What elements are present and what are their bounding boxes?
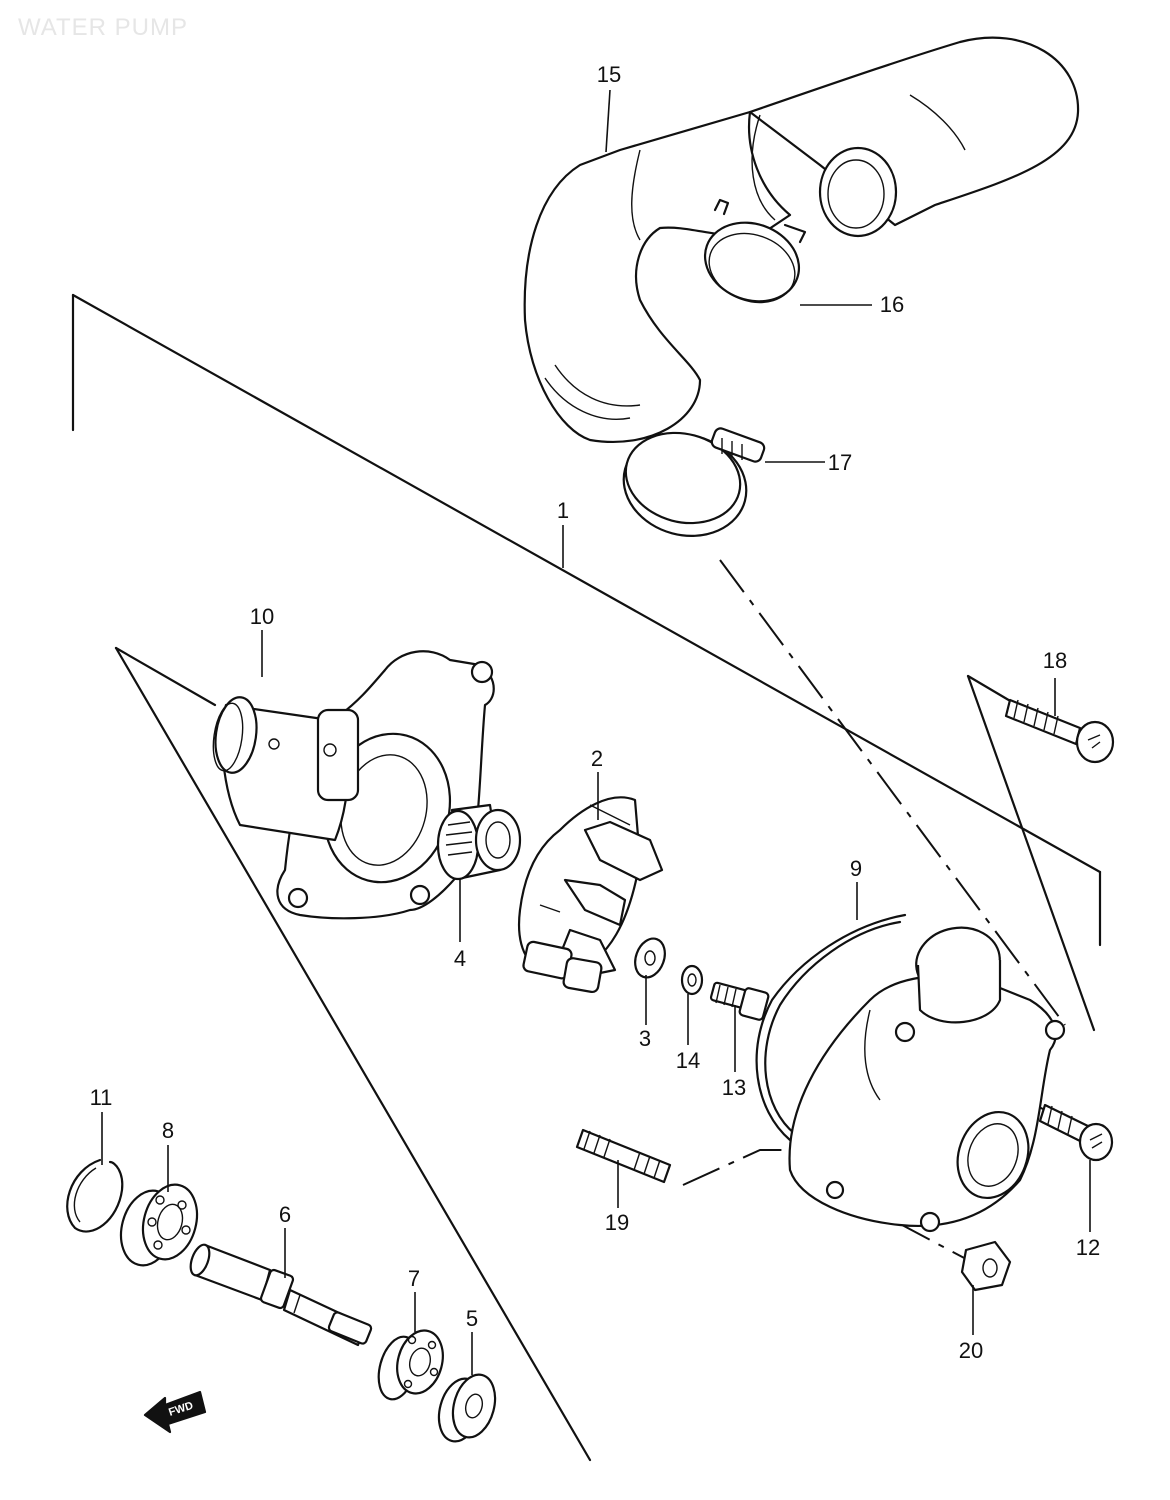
nut-part-20 <box>960 1240 1012 1292</box>
part-label-11: 11 <box>90 1085 113 1110</box>
part-label-18: 18 <box>1043 648 1067 673</box>
clamp-part-16 <box>703 198 807 304</box>
leader-lines <box>101 89 1091 1375</box>
part-label-5: 5 <box>466 1306 478 1331</box>
part-label-14: 14 <box>676 1048 700 1073</box>
part-label-2: 2 <box>591 746 603 771</box>
washer-part-14 <box>680 964 704 996</box>
bolt-part-18 <box>1004 698 1115 764</box>
part-label-6: 6 <box>279 1202 291 1227</box>
bearing-part-7 <box>377 1329 444 1401</box>
seal-part-4 <box>436 803 522 881</box>
part-label-4: 4 <box>454 946 466 971</box>
part-label-8: 8 <box>162 1118 174 1143</box>
part-label-1: 1 <box>557 498 569 523</box>
assembly-bracket-lines <box>71 293 1102 1462</box>
part-label-13: 13 <box>722 1075 746 1100</box>
part-label-7: 7 <box>408 1266 420 1291</box>
impeller-part-2 <box>518 796 664 994</box>
part-label-9: 9 <box>850 856 862 881</box>
oil-seal-part-5 <box>437 1373 497 1443</box>
part-label-19: 19 <box>605 1210 629 1235</box>
part-label-17: 17 <box>828 450 852 475</box>
stud-part-19 <box>575 1128 672 1184</box>
part-label-3: 3 <box>639 1026 651 1051</box>
part-label-15: 15 <box>597 62 621 87</box>
shaft-part-6 <box>189 1243 373 1347</box>
circlip-part-11 <box>66 1158 124 1233</box>
part-label-12: 12 <box>1076 1235 1100 1260</box>
bolt-part-13 <box>709 981 770 1021</box>
diagram-title: WATER PUMP <box>18 14 188 41</box>
clamp-part-17 <box>622 427 766 537</box>
washer-part-3 <box>634 937 666 979</box>
part-label-16: 16 <box>880 292 904 317</box>
part-label-10: 10 <box>250 604 274 629</box>
pump-cover-part-9 <box>755 913 1066 1233</box>
bearing-part-8 <box>119 1183 199 1267</box>
front-direction-arrow: FWD <box>143 1390 207 1434</box>
part-label-20: 20 <box>959 1338 983 1363</box>
part-number-labels: 15 16 17 1 10 2 4 3 14 13 9 18 12 19 20 … <box>90 62 1101 1363</box>
bolt-part-12 <box>1038 1103 1114 1162</box>
